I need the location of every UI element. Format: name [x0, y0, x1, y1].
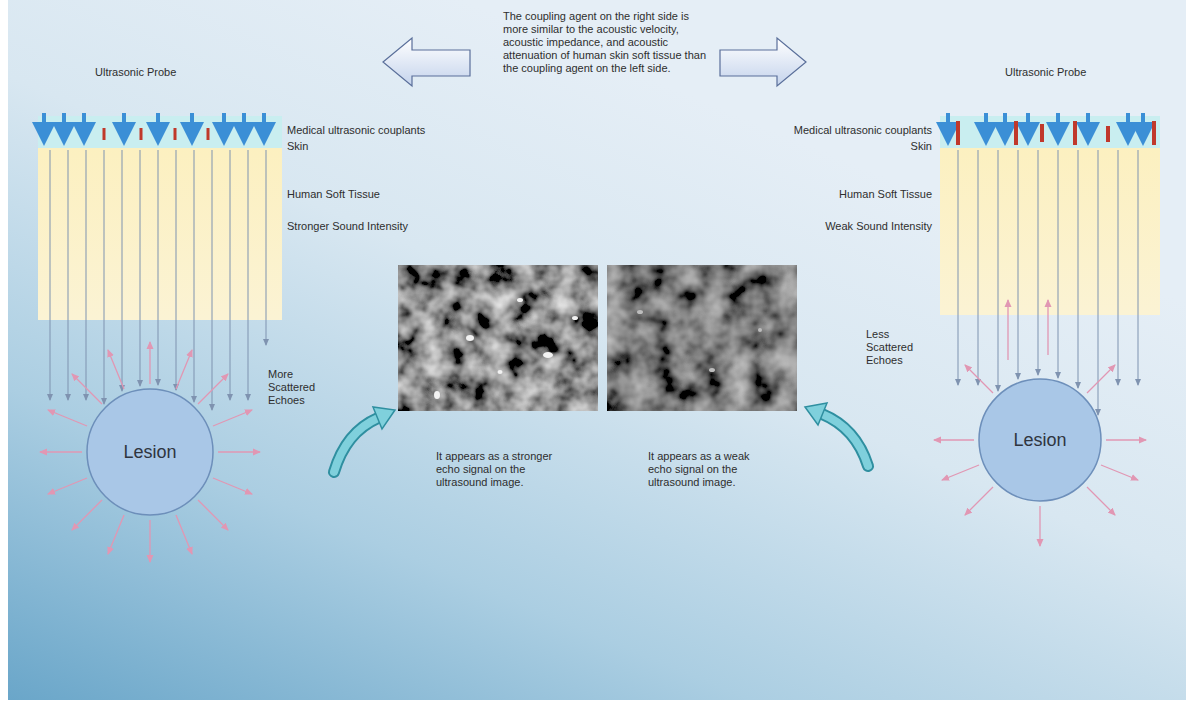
layer-label: Skin	[911, 140, 932, 152]
layer-label-box: Human Soft Tissue	[287, 188, 487, 201]
probe-label: Ultrasonic Probe	[95, 66, 176, 78]
probe-label-box: Ultrasonic Probe	[95, 66, 205, 79]
background-panel	[8, 0, 1186, 700]
hollow-arrow-right	[720, 38, 806, 86]
layer-label-box: Human Soft Tissue	[730, 188, 932, 201]
transmitted-beams	[50, 150, 266, 410]
echo-label-box: Less Scattered Echoes	[866, 328, 930, 367]
layer-label-box: Skin	[287, 140, 487, 153]
image-caption-note: It appears as a weak echo signal on the …	[648, 450, 750, 488]
curved-arrow-left	[334, 407, 395, 472]
scattered-echo-arrows	[40, 342, 260, 562]
image-caption-note-box: It appears as a stronger echo signal on …	[436, 450, 554, 489]
reflection-marks	[958, 121, 1154, 145]
image-caption-note-box: It appears as a weak echo signal on the …	[648, 450, 766, 489]
ultrasound-image-left	[398, 265, 598, 411]
curved-arrow-right	[805, 403, 868, 466]
intensity-label: Weak Sound Intensity	[825, 220, 932, 232]
layer-label-box: Medical ultrasonic couplants	[287, 124, 487, 137]
lesion-shape	[87, 389, 213, 515]
explanatory-note-box: The coupling agent on the right side is …	[503, 10, 708, 75]
probe-beam-arrows	[44, 113, 264, 134]
layer-label: Medical ultrasonic couplants	[287, 124, 425, 136]
layer-label: Human Soft Tissue	[839, 188, 932, 200]
echo-label: More Scattered Echoes	[268, 368, 315, 406]
right-probe	[934, 113, 1160, 546]
explanatory-note: The coupling agent on the right side is …	[503, 10, 706, 74]
intensity-label-box: Weak Sound Intensity	[730, 220, 932, 233]
probe-label: Ultrasonic Probe	[1005, 66, 1086, 78]
hollow-arrow-left	[383, 38, 470, 86]
lesion-shape	[979, 379, 1101, 501]
intensity-label: Stronger Sound Intensity	[287, 220, 408, 232]
ultrasound-image-right	[607, 265, 797, 411]
lesion-label: Lesion	[1013, 430, 1066, 451]
lesion-circle: Lesion	[86, 388, 214, 516]
lesion-circle: Lesion	[978, 378, 1102, 502]
left-probe	[38, 113, 282, 562]
scattered-echo-arrows	[934, 300, 1146, 546]
faint-echo-spots	[637, 310, 762, 372]
soft-tissue-block	[38, 148, 282, 320]
reflection-marks	[104, 128, 208, 140]
transmitted-beams	[958, 150, 1138, 415]
layer-label: Skin	[287, 140, 308, 152]
probe-beam-arrows	[948, 113, 1143, 134]
layer-label-box: Medical ultrasonic couplants	[730, 124, 932, 137]
ultrasound-image	[398, 265, 598, 411]
probe-label-box: Ultrasonic Probe	[1005, 66, 1115, 79]
echo-label-box: More Scattered Echoes	[268, 368, 332, 407]
soft-tissue-block	[940, 148, 1160, 315]
ultrasound-image	[607, 265, 797, 411]
image-caption-note: It appears as a stronger echo signal on …	[436, 450, 552, 488]
bright-echo-spots	[434, 298, 578, 399]
lesion-label: Lesion	[123, 442, 176, 463]
intensity-label-box: Stronger Sound Intensity	[287, 220, 487, 233]
layer-label-box: Skin	[730, 140, 932, 153]
echo-label: Less Scattered Echoes	[866, 328, 913, 366]
layer-label: Human Soft Tissue	[287, 188, 380, 200]
layer-label: Medical ultrasonic couplants	[794, 124, 932, 136]
